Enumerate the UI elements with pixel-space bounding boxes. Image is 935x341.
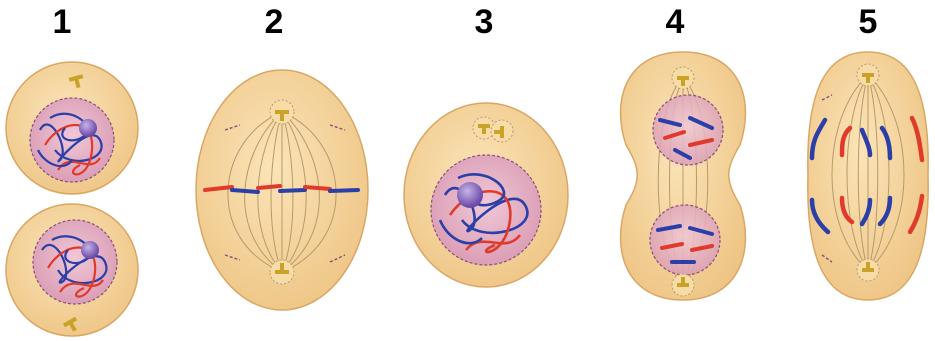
centrosome-icon <box>857 259 879 281</box>
nucleolus <box>79 119 97 137</box>
centrosome-icon <box>672 274 694 296</box>
panel-3-prophase <box>404 103 568 287</box>
cell-bottom <box>6 204 138 336</box>
nucleolus <box>457 182 483 208</box>
panel-2-metaphase <box>196 70 368 310</box>
cell-top <box>6 62 138 194</box>
centrosome-icon <box>857 64 879 86</box>
centrosome-icon <box>270 260 294 284</box>
nucleus-top <box>653 95 723 165</box>
nucleolus <box>81 241 99 259</box>
panel-4-telophase <box>621 52 746 300</box>
nucleus-bottom <box>650 205 720 275</box>
centrosome-icon <box>672 67 694 89</box>
panel-1-interphase <box>6 62 138 336</box>
centrosome-icon <box>270 100 294 124</box>
nucleus <box>431 155 541 265</box>
panel-5-anaphase <box>808 52 928 300</box>
